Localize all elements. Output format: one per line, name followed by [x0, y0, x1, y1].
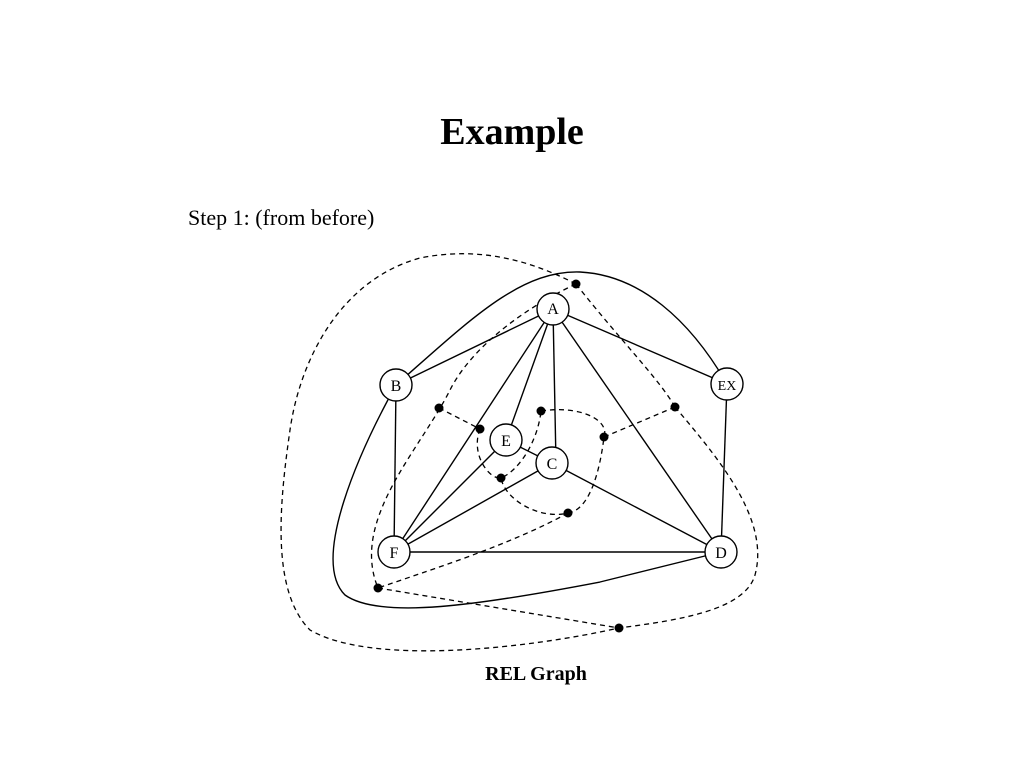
dual-vertex-e-top: [536, 406, 546, 416]
node-b: B: [379, 368, 413, 402]
node-f: F: [377, 535, 411, 569]
dual-edge-c-loop: [500, 409, 606, 515]
dual-vertex-c-right: [599, 432, 609, 442]
edge-a-ex: [552, 308, 728, 385]
dual-edge-inner-f: [377, 512, 569, 589]
edge-ex-d: [720, 383, 728, 553]
svg-text:EX: EX: [718, 379, 737, 394]
edge-a-e: [505, 308, 554, 441]
dual-edge-right-c: [603, 406, 676, 438]
graph-edges: [332, 271, 728, 609]
edge-a-f: [393, 308, 554, 553]
svg-text:B: B: [391, 378, 402, 395]
edge-b-ex-curve: [395, 271, 728, 386]
dual-vertex-bottom: [614, 623, 624, 633]
dual-edge-b-dot: [438, 407, 481, 430]
dual-vertex-c-bottom: [563, 508, 573, 518]
edge-e-f: [393, 439, 507, 553]
dual-edge-right-d: [618, 406, 759, 629]
edge-c-d: [551, 462, 722, 553]
dual-vertex-e-left: [475, 424, 485, 434]
svg-text:F: F: [390, 545, 399, 562]
node-a: A: [536, 292, 570, 326]
dual-vertex-f-outer: [373, 583, 383, 593]
dual-vertex-top: [571, 279, 581, 289]
svg-text:E: E: [501, 433, 511, 450]
node-c: C: [535, 446, 569, 480]
svg-text:A: A: [547, 301, 559, 318]
slide-title: Example: [440, 111, 584, 153]
edge-b-d-curve: [332, 384, 722, 609]
dual-edges: [280, 253, 759, 652]
node-d: D: [704, 535, 738, 569]
dual-edge-a-inner: [371, 283, 577, 589]
dual-vertex-left: [434, 403, 444, 413]
graph-caption: REL Graph: [485, 663, 587, 685]
svg-text:C: C: [547, 456, 558, 473]
svg-text:D: D: [715, 545, 727, 562]
dual-edge-outer-right: [575, 283, 676, 408]
edge-a-c: [552, 308, 557, 464]
node-ex: EX: [710, 367, 744, 401]
step-label: Step 1: (from before): [188, 205, 375, 230]
edge-a-d: [552, 308, 722, 553]
edge-a-b: [395, 308, 554, 386]
node-e: E: [489, 423, 523, 457]
edge-c-f: [393, 462, 553, 553]
dual-vertices: [373, 279, 680, 633]
edge-b-f: [393, 384, 397, 553]
dual-vertex-right: [670, 402, 680, 412]
dual-vertex-e-bottom: [496, 473, 506, 483]
dual-edge-x-f: [377, 587, 620, 629]
